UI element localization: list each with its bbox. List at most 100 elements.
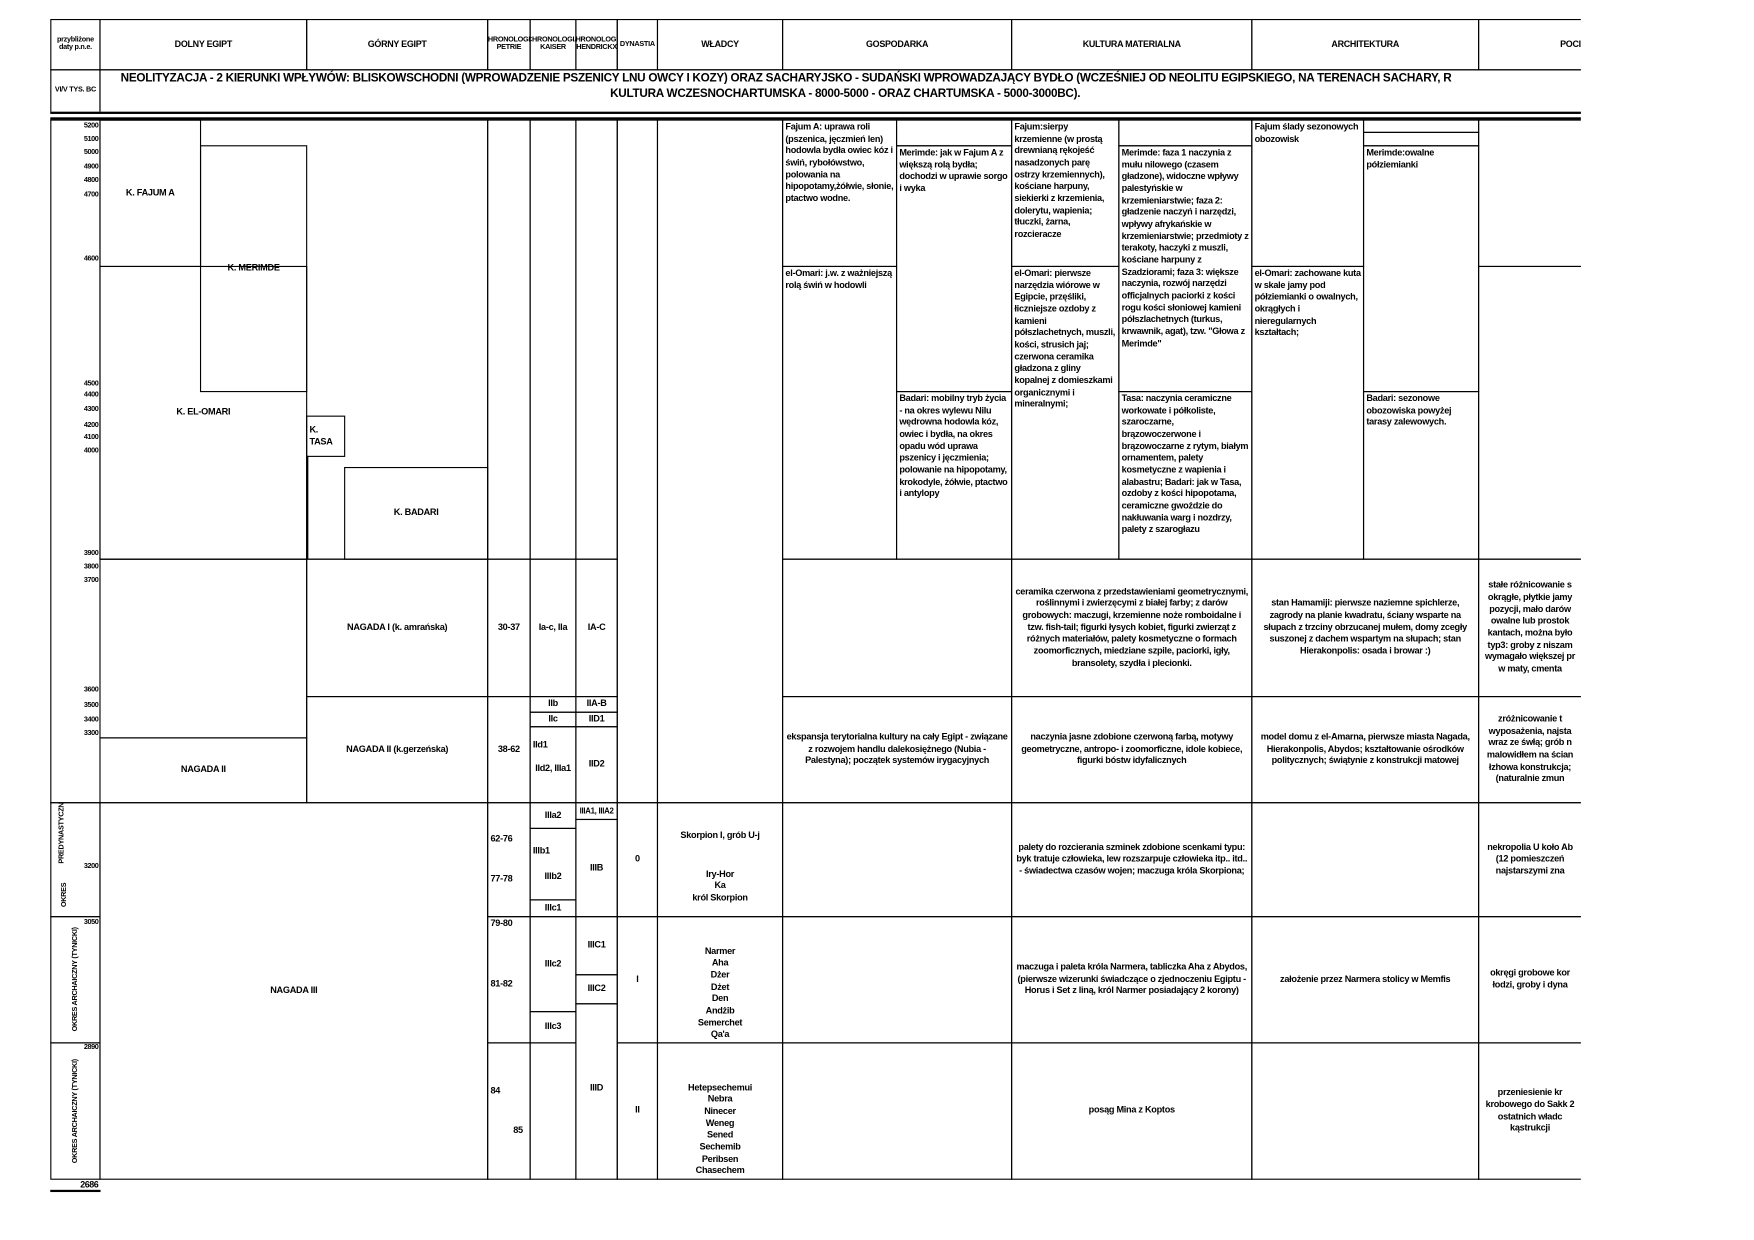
culture-nagada2-lower: NAGADA II	[99, 737, 308, 804]
dynasty-0: 0	[616, 802, 659, 918]
year-label: 3300	[83, 729, 99, 738]
year-label: 2890	[83, 1043, 99, 1052]
culture-el-omari: K. EL-OMARI	[99, 265, 308, 560]
burials-empty	[1478, 265, 1581, 560]
ruler-name: król Skorpion	[692, 892, 748, 903]
architecture-dyn1: założenie przez Narmera stolicy w Memfis	[1251, 916, 1480, 1044]
year-label: 5000	[83, 148, 99, 157]
ruler-name: Chasechem	[695, 1165, 745, 1176]
bottom-rule	[50, 1189, 101, 1192]
neolithic-period: VI/V TYS. BC	[50, 69, 101, 113]
header-burials: POCI	[1478, 18, 1581, 71]
neolithic-line-2: KULTURA WCZESNOCHARTUMSKA - 8000-5000 - …	[610, 86, 1081, 101]
economy-dyn2	[782, 1042, 1013, 1180]
economy-dyn1	[782, 916, 1013, 1044]
architecture-merimde: Merimde:owalne półziemianki	[1362, 145, 1480, 393]
hendrickx-iiic2: IIIC2	[575, 974, 618, 1005]
ruler-name: Andżib	[705, 1005, 735, 1016]
year-label: 3200	[83, 862, 99, 871]
year-label: 3900	[83, 549, 99, 558]
burials-empty	[1478, 119, 1581, 268]
header-kaiser: CHRONOLOGIA KAISER	[529, 18, 577, 71]
hendrickx-iiib: IIIB	[575, 818, 618, 918]
header-material-culture: KULTURA MATERIALNA	[1011, 18, 1253, 71]
ruler-name: Sened	[706, 1129, 734, 1140]
ruler-name: Iry-Hor	[706, 868, 735, 879]
kaiser-iiic3: IIIc3	[529, 1011, 577, 1044]
culture-nagada2-text: naczynia jasne zdobione czerwoną farbą, …	[1011, 696, 1253, 804]
architecture-dyn2	[1251, 1042, 1480, 1180]
kaiser-iiic1: IIIc1	[529, 899, 577, 918]
year-label: 2686	[80, 1179, 99, 1190]
hendrickx-iiid: IIID	[575, 1003, 618, 1180]
burials-dyn2: przeniesienie kr krobowego do Sakk 2 ost…	[1478, 1042, 1581, 1180]
culture-nagada1: NAGADA I (k. amrańska)	[306, 558, 489, 698]
architecture-fajum: Fajum ślady sezonowych obozowisk	[1251, 119, 1365, 268]
period-label: OKRES ARCHAICZNY (TYNICKI)	[71, 927, 80, 1032]
header-hendrickx: CHRONOLOGIA HENDRICKX	[575, 18, 618, 71]
petrie-nagada2: 38-62	[487, 696, 531, 804]
hendrickx-iiic1: IIIC1	[575, 916, 618, 976]
petrie-value: 81-82	[490, 979, 513, 990]
petrie-value: 62-76	[490, 833, 513, 844]
hendrickx-iiab: IIA-B	[575, 696, 618, 713]
culture-dyn2: posąg Mina z Koptos	[1011, 1042, 1253, 1180]
culture-merimde-text: Merimde: faza 1 naczynia z mułu nilowego…	[1118, 145, 1253, 393]
year-label: 3050	[83, 918, 99, 927]
petrie-dyn1: 79-80 81-82	[487, 916, 531, 1044]
rulers-cell	[656, 119, 784, 804]
hendrickx-iid1: IID1	[575, 711, 618, 728]
kaiser-nagada1: Ia-c, IIa	[529, 558, 577, 698]
kaiser-iid: IId1 IId2, IIIa1	[529, 726, 577, 804]
petrie-value: 84	[490, 1085, 501, 1096]
year-label: 4600	[83, 254, 99, 263]
year-label: 3800	[83, 563, 99, 571]
ruler-name: Ninecer	[704, 1106, 736, 1117]
year-label: 3500	[83, 701, 99, 710]
rulers-dynasty-0: Skorpion I, grób U-j Iry-Hor Ka król Sko…	[656, 802, 784, 918]
year-label: 4400	[83, 391, 99, 399]
burials-nagada2: zróżnicowanie t wyposażenia, najsta wraz…	[1478, 696, 1581, 804]
economy-nagada2: ekspansja terytorialna kultury na cały E…	[782, 696, 1013, 804]
header-approx-dates: przybliżone daty p.n.e.	[50, 18, 101, 71]
year-label: 4800	[83, 176, 99, 185]
ruler-name: Peribsen	[701, 1153, 739, 1164]
dynasty-cell	[616, 119, 659, 804]
culture-badari: K. BADARI	[344, 466, 489, 560]
header-rulers: WŁADCY	[656, 18, 784, 71]
culture-predynastic: palety do rozcierania szminek zdobione s…	[1011, 802, 1253, 918]
economy-fajum: Fajum A: uprawa roli (pszenica, jęczmień…	[782, 119, 898, 268]
architecture-el-omari: el-Omari: zachowane kuta w skale jamy po…	[1251, 265, 1365, 560]
kaiser-iid1: IId1	[532, 739, 548, 750]
lower-egypt-empty	[99, 558, 308, 739]
header-economy: GOSPODARKA	[782, 18, 1013, 71]
economy-nagada1	[782, 558, 1013, 698]
ruler-name: Narmer	[704, 945, 736, 957]
ruler-name: Semerchet	[697, 1017, 743, 1028]
ruler-name: Nebra	[707, 1094, 733, 1105]
hendrickx-iiia: IIIA1, IIIA2	[575, 802, 618, 821]
culture-nagada2-upper: NAGADA II (k.gerzeńska)	[306, 696, 489, 804]
double-divider	[50, 111, 1581, 120]
burials-predynastic: nekropolia U koło Ab (12 pomieszczeń naj…	[1478, 802, 1581, 918]
culture-empty	[1118, 119, 1253, 147]
petrie-value: 79-80	[490, 918, 513, 929]
economy-empty	[895, 119, 1013, 147]
kaiser-iid2: IId2, IIIa1	[535, 762, 571, 773]
ruler-name: Weneg	[705, 1118, 735, 1129]
header-petrie: CHRONOLOGIA PETRIE	[487, 18, 531, 71]
kaiser-empty	[529, 1042, 577, 1180]
header-upper-egypt: GÓRNY EGIPT	[306, 18, 489, 71]
kaiser-iiia2: IIIa2	[529, 802, 577, 829]
petrie-nagada1: 30-37	[487, 558, 531, 698]
culture-nagada1-text: ceramika czerwona z przedstawieniami geo…	[1011, 558, 1253, 698]
hendrickx-iid2: IID2	[575, 726, 618, 804]
kaiser-iic: IIc	[529, 711, 577, 728]
petrie-value: 85	[513, 1124, 523, 1135]
ruler-name: Aha	[711, 957, 729, 968]
dynasty-1: I	[616, 916, 659, 1044]
